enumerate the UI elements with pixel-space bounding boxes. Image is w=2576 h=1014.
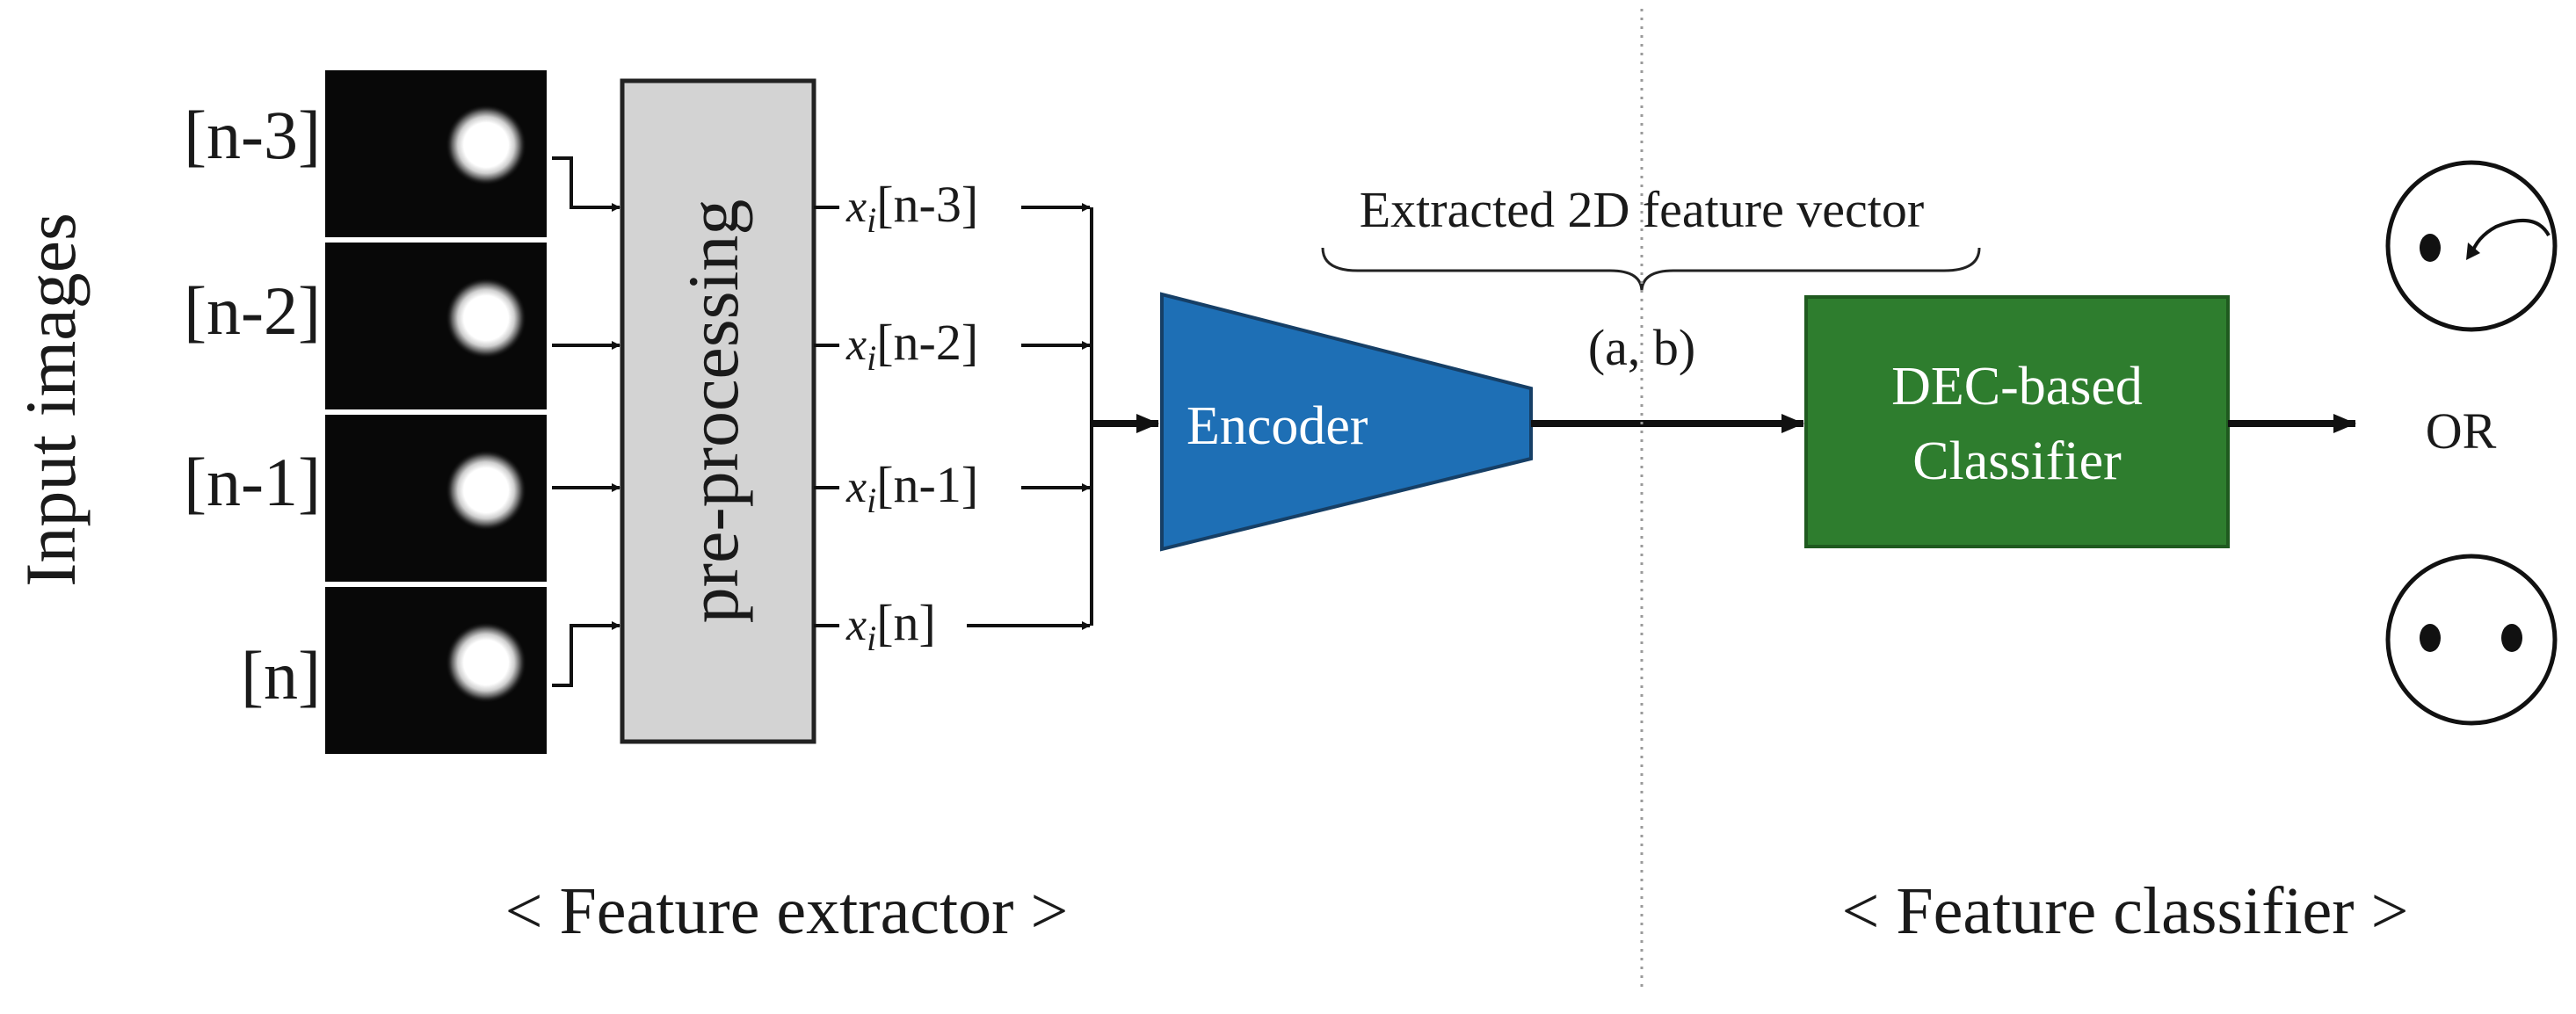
frame-label-n-1: [n-1] <box>184 444 321 520</box>
section-feature-extractor: < Feature extractor > <box>505 874 1069 948</box>
input-frame-n <box>325 587 547 754</box>
section-feature-classifier: < Feature classifier > <box>1842 874 2409 948</box>
two-eye-face-icon <box>2385 554 2558 726</box>
feature-output-lines <box>814 203 1093 630</box>
frame-label-n: [n] <box>241 637 321 713</box>
classifier-label-line2: Classifier <box>1912 431 2122 491</box>
input-images-label: Input images <box>11 213 91 587</box>
input-frame-n-3 <box>325 70 547 237</box>
preprocessing-label: pre-processing <box>673 199 753 624</box>
single-eye-face-icon <box>2385 160 2558 332</box>
encoder-label: Encoder <box>1186 396 1368 456</box>
feature-output-n: xi[n] <box>845 594 936 658</box>
preprocessing-block: pre-processing <box>620 78 816 744</box>
input-frame-n-2 <box>325 243 547 409</box>
feature-vector-value: (a, b) <box>1588 319 1695 376</box>
feature-output-n-3: xi[n-3] <box>845 176 978 240</box>
encoder-block: Encoder <box>1160 292 1533 552</box>
input-frame-n-1 <box>325 415 547 582</box>
frame-label-n-2: [n-2] <box>184 272 321 349</box>
feature-output-n-2: xi[n-2] <box>845 314 978 378</box>
feature-output-n-1: xi[n-1] <box>845 456 978 520</box>
classifier-block: DEC-based Classifier <box>1804 295 2230 548</box>
frame-connectors <box>552 156 620 687</box>
output-or-label: OR <box>2426 402 2497 460</box>
classifier-label-line1: DEC-based <box>1891 357 2143 416</box>
feature-vector-brace <box>1321 247 1981 293</box>
frame-label-n-3: [n-3] <box>184 97 321 173</box>
